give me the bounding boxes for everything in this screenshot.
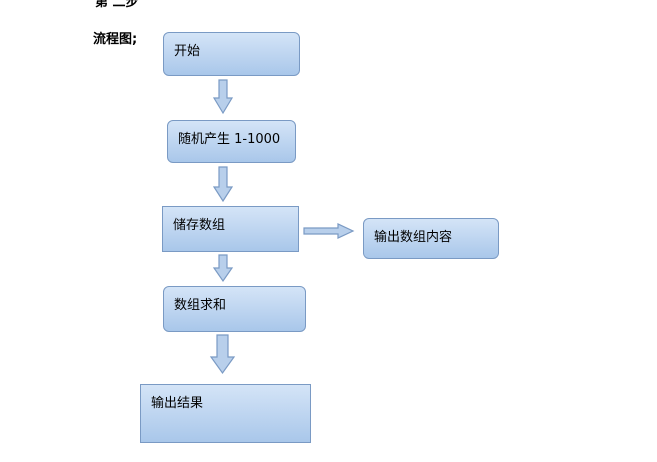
- node-output-array: 输出数组内容: [363, 218, 499, 259]
- flowchart-title: 流程图;: [93, 32, 138, 47]
- arrow-store-to-sum: [212, 254, 234, 283]
- node-output-result: 输出结果: [140, 384, 311, 443]
- node-start-label: 开始: [174, 44, 201, 59]
- partial-heading: 第 二步: [95, 0, 139, 10]
- node-store-label: 储存数组: [173, 218, 226, 233]
- node-store: 储存数组: [162, 206, 299, 252]
- arrow-generate-to-store: [212, 166, 234, 203]
- arrow-start-to-generate: [212, 79, 234, 115]
- node-generate: 随机产生 1-1000: [167, 120, 296, 163]
- node-start: 开始: [163, 32, 300, 76]
- node-sum: 数组求和: [163, 286, 306, 332]
- node-output-result-label: 输出结果: [151, 396, 204, 411]
- arrow-sum-to-output-result: [209, 334, 236, 375]
- arrow-store-to-output-array: [303, 223, 355, 239]
- node-sum-label: 数组求和: [174, 298, 227, 313]
- node-generate-label: 随机产生 1-1000: [178, 132, 281, 147]
- node-output-array-label: 输出数组内容: [374, 230, 453, 245]
